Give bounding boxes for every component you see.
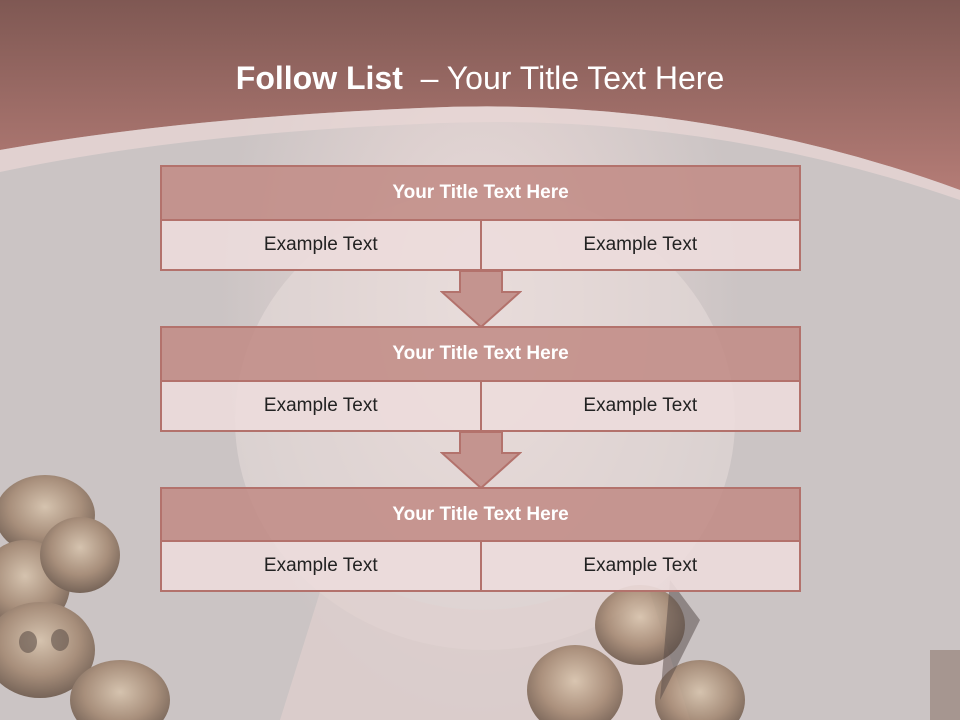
- skull-decor: [0, 475, 170, 720]
- list-block: Your Title Text Here Example Text Exampl…: [160, 487, 801, 592]
- list-block: Your Title Text Here Example Text Exampl…: [160, 165, 801, 271]
- block-cell-right: Example Text: [479, 382, 801, 432]
- block-cell-right: Example Text: [479, 221, 801, 271]
- block-row: Example Text Example Text: [160, 542, 801, 592]
- block-title: Your Title Text Here: [160, 165, 801, 221]
- block-cell-left: Example Text: [160, 542, 480, 592]
- block-title: Your Title Text Here: [160, 487, 801, 542]
- block-row: Example Text Example Text: [160, 382, 801, 432]
- title-bold: Follow List: [235, 60, 403, 96]
- block-row: Example Text Example Text: [160, 221, 801, 271]
- down-arrow-icon: [440, 431, 522, 489]
- header-band: [0, 0, 960, 200]
- block-title: Your Title Text Here: [160, 326, 801, 382]
- title-rest: – Your Title Text Here: [402, 60, 725, 96]
- list-block: Your Title Text Here Example Text Exampl…: [160, 326, 801, 432]
- block-cell-left: Example Text: [160, 382, 480, 432]
- page-title: Follow List – Your Title Text Here: [0, 56, 960, 100]
- block-cell-left: Example Text: [160, 221, 480, 271]
- down-arrow-icon: [440, 270, 522, 328]
- block-cell-right: Example Text: [479, 542, 801, 592]
